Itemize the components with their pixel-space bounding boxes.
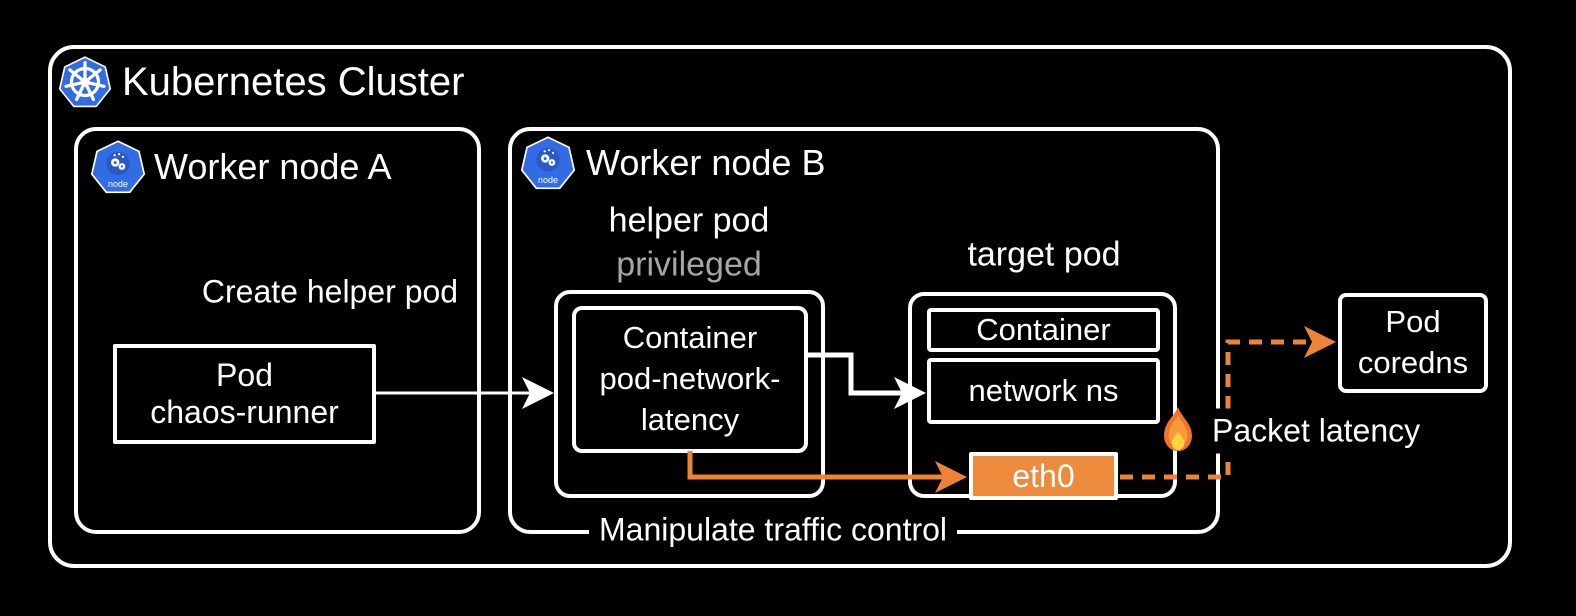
target-pod-title: target pod bbox=[967, 235, 1121, 274]
helper-container-label-line2: pod-network- bbox=[599, 361, 781, 397]
kubernetes-node-icon: node bbox=[90, 140, 146, 194]
create-helper-pod-label: Create helper pod bbox=[201, 273, 459, 310]
target-container-label: Container bbox=[976, 311, 1111, 347]
helper-container-label-line3: latency bbox=[640, 401, 740, 437]
target-container-box: Container bbox=[927, 308, 1160, 352]
eth0-label: eth0 bbox=[1012, 457, 1075, 494]
manipulate-traffic-control-label: Manipulate traffic control bbox=[588, 509, 958, 551]
kubernetes-cluster-box bbox=[48, 45, 1512, 568]
svg-text:node: node bbox=[108, 179, 128, 189]
helper-pod-title: helper pod bbox=[608, 201, 770, 240]
chaos-runner-label-line1: Pod bbox=[216, 357, 273, 393]
helper-container-label-line1: Container bbox=[622, 320, 758, 356]
kubernetes-logo-icon bbox=[58, 56, 112, 108]
chaos-runner-label-line2: chaos-runner bbox=[150, 394, 339, 430]
worker-b-title: Worker node B bbox=[586, 142, 826, 183]
coredns-label-line1: Pod bbox=[1385, 304, 1441, 340]
fire-icon bbox=[1164, 406, 1192, 452]
network-ns-label: network ns bbox=[968, 372, 1119, 408]
cluster-header: Kubernetes Cluster bbox=[58, 55, 464, 109]
packet-latency-label: Packet latency bbox=[1206, 408, 1427, 454]
kubernetes-node-icon: node bbox=[520, 136, 576, 190]
pod-coredns-box: Pod coredns bbox=[1338, 293, 1488, 393]
worker-b-header: node Worker node B bbox=[519, 135, 825, 191]
worker-a-header: node Worker node A bbox=[89, 139, 391, 195]
svg-text:node: node bbox=[538, 175, 558, 185]
coredns-label-line2: coredns bbox=[1357, 345, 1469, 380]
pod-chaos-runner-box: Pod chaos-runner bbox=[113, 344, 376, 444]
cluster-title: Kubernetes Cluster bbox=[122, 59, 465, 104]
privileged-label: privileged bbox=[616, 245, 762, 284]
worker-a-title: Worker node A bbox=[154, 146, 392, 187]
helper-container-box: Container pod-network- latency bbox=[572, 306, 808, 453]
network-ns-box: network ns bbox=[927, 358, 1160, 424]
worker-node-a-box bbox=[74, 127, 481, 534]
eth0-box: eth0 bbox=[969, 452, 1118, 500]
